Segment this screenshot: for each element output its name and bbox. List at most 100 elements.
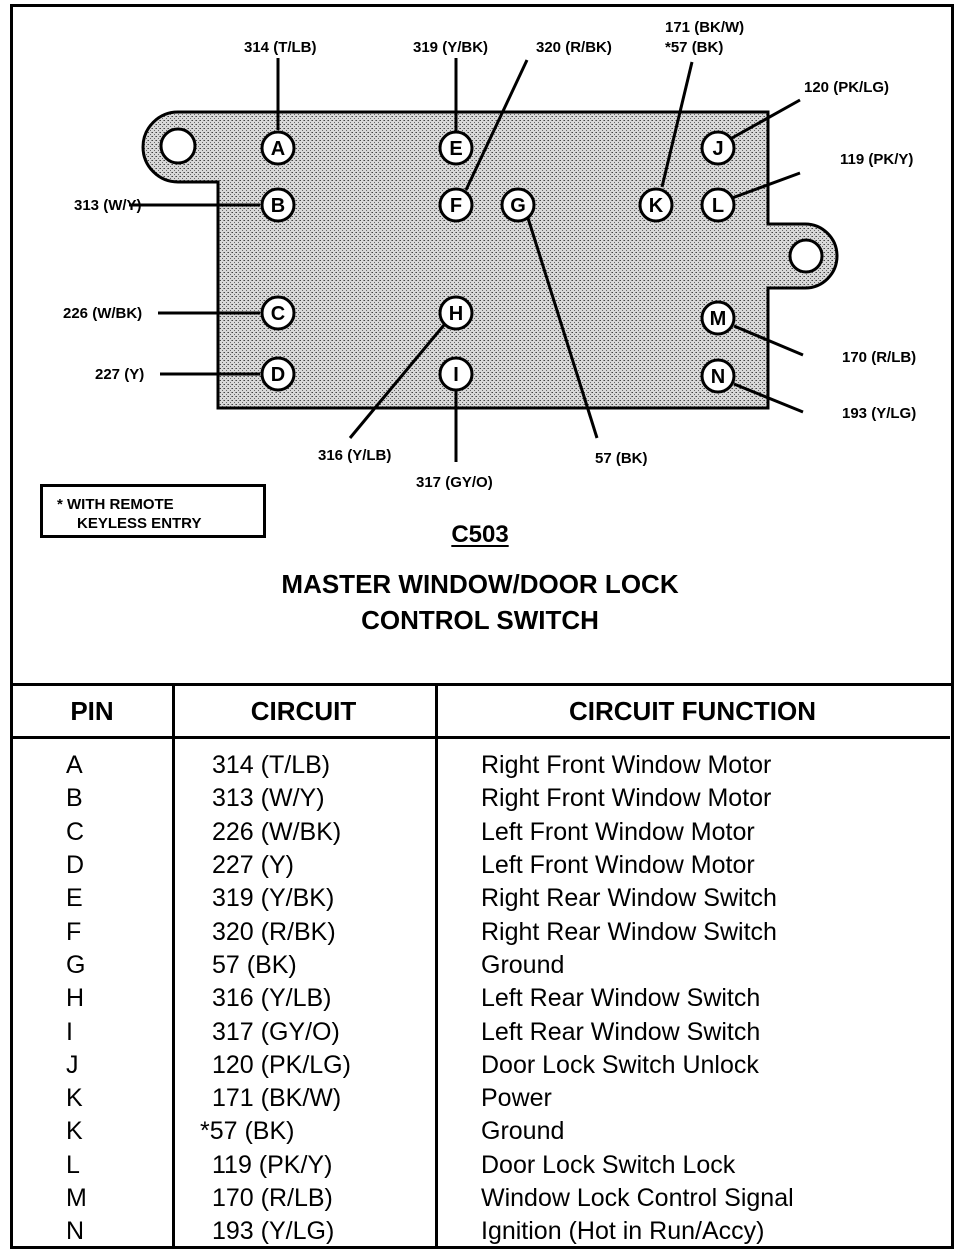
header-circuit: CIRCUIT [172,686,435,739]
row-circuit: 317 (GY/O) [212,1017,340,1046]
row-pin: K [66,1084,83,1113]
table-row: E 319 (Y/BK) Right Rear Window Switch [12,882,950,915]
connector-title-line-2: CONTROL SWITCH [361,605,599,635]
row-circuit: 170 (R/LB) [212,1184,333,1212]
row-pin: D [66,851,85,880]
row-circuit: 193 (Y/LG) [212,1217,335,1246]
row-function: Left Rear Window Switch [481,984,761,1013]
pin-table: PIN CIRCUIT CIRCUIT FUNCTION A 314 (T/LB… [12,686,950,1248]
pin-n-circle [700,358,736,394]
row-pin: B [66,784,83,813]
row-pin: E [66,884,83,913]
pin-l-circle [700,187,736,223]
row-function: Door Lock Switch Lock [481,1150,736,1179]
remote-keyless-footnote: * WITH REMOTE KEYLESS ENTRY [40,484,266,538]
row-function: Window Lock Control Signal [481,1184,794,1212]
mounting-hole-left [159,127,197,165]
pin-d-circle [260,356,296,392]
row-pin: N [66,1217,85,1246]
pin-m-circle [700,300,736,336]
column-divider-1 [172,686,175,1246]
table-row: A 314 (T/LB) Right Front Window Motor [12,738,950,783]
pin-j-circle [700,130,736,166]
table-row: B 313 (W/Y) Right Front Window Motor [12,782,950,815]
column-divider-2 [435,686,438,1246]
row-circuit: 319 (Y/BK) [212,884,335,913]
row-pin: H [66,984,85,1013]
footnote-line-2: KEYLESS ENTRY [77,515,202,532]
row-circuit: 316 (Y/LB) [212,984,332,1013]
row-pin: K [66,1117,83,1146]
pin-g-letter: G [510,195,526,217]
row-circuit: 119 (PK/Y) [212,1150,333,1179]
pin-c-circle [260,295,296,331]
wire-label-c: 226 (W/BK) [63,305,142,322]
table-row: K 171 (BK/W) Power [12,1082,950,1115]
row-function: Ground [481,950,565,979]
pin-n-letter: N [711,366,725,388]
row-function: Right Front Window Motor [481,784,772,813]
row-circuit: 227 (Y) [212,851,294,880]
table-row: C 226 (W/BK) Left Front Window Motor [12,816,950,849]
row-pin: M [66,1184,87,1212]
row-circuit: 57 (BK) [212,950,297,979]
wire-label-d: 227 (Y) [95,366,144,383]
table-frame [10,683,954,1249]
row-pin: A [66,751,83,780]
pin-f-circle [438,187,474,223]
wire-label-m: 170 (R/LB) [842,349,916,366]
row-function: Door Lock Switch Unlock [481,1050,759,1079]
row-function: Right Rear Window Switch [481,917,777,946]
connector-diagram: A B C D E F G H I J K L M N 314 (T/LB) 3… [63,19,916,491]
table-header-row: PIN CIRCUIT CIRCUIT FUNCTION [12,686,950,739]
row-circuit: 120 (PK/LG) [212,1050,351,1079]
table-row: L 119 (PK/Y) Door Lock Switch Lock [12,1149,950,1182]
pin-h-letter: H [449,303,463,325]
wire-label-k: 171 (BK/W) [665,19,744,36]
row-circuit: 171 (BK/W) [212,1084,342,1113]
wire-label-k-alt: *57 (BK) [665,39,723,56]
connector-id-text: C503 [451,521,509,548]
table-row: N 193 (Y/LG) Ignition (Hot in Run/Accy) [12,1215,950,1248]
pin-e-letter: E [449,138,462,160]
row-function: Right Rear Window Switch [481,884,777,913]
wire-label-h: 316 (Y/LB) [318,447,391,464]
wire-label-l: 119 (PK/Y) [840,151,913,168]
pin-g-circle [500,187,536,223]
table-row: F 320 (R/BK) Right Rear Window Switch [12,915,950,948]
diagram-frame [10,4,954,690]
row-pin: F [66,917,82,946]
wire-label-i: 317 (GY/O) [416,474,493,491]
wire-label-g: 57 (BK) [595,450,648,467]
header-pin: PIN [12,686,172,739]
pin-f-letter: F [450,195,462,217]
table-row: M 170 (R/LB) Window Lock Control Signal [12,1182,950,1215]
table-row: G 57 (BK) Ground [12,949,950,982]
row-function: Right Front Window Motor [481,751,772,780]
wire-label-j: 120 (PK/LG) [804,79,889,96]
table-row: D 227 (Y) Left Front Window Motor [12,849,950,882]
pin-a-letter: A [271,138,285,160]
header-circuit-function: CIRCUIT FUNCTION [435,686,950,739]
row-circuit: 313 (W/Y) [212,784,325,813]
row-circuit: 226 (W/BK) [212,817,342,846]
row-circuit: *57 (BK) [200,1117,295,1146]
row-function: Left Rear Window Switch [481,1017,761,1046]
pin-i-letter: I [453,364,459,386]
row-pin: G [66,950,86,979]
pin-j-letter: J [712,138,723,160]
row-pin: I [66,1017,73,1046]
row-circuit: 320 (R/BK) [212,917,336,946]
row-function: Power [481,1084,552,1113]
pin-e-circle [438,130,474,166]
pin-k-letter: K [649,195,664,217]
row-pin: J [66,1050,79,1079]
wire-label-n: 193 (Y/LG) [842,405,916,422]
footnote-line-1: * WITH REMOTE [57,496,174,513]
wire-label-a: 314 (T/LB) [244,39,317,56]
row-function: Left Front Window Motor [481,851,755,880]
pin-c-letter: C [271,303,285,325]
connector-id: C503 [0,521,960,549]
table-row: H 316 (Y/LB) Left Rear Window Switch [12,982,950,1015]
